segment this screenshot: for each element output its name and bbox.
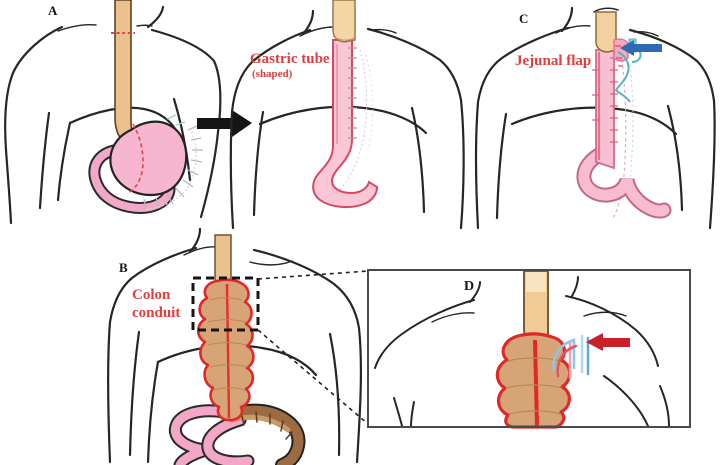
conduit-center-line [225, 283, 231, 419]
anastomosis-arrow-icon [586, 333, 630, 351]
clavicle-line [136, 24, 153, 27]
torso-outline [68, 106, 179, 134]
panel-letter-d: D [464, 279, 475, 294]
jejunal-flap-arrow-icon [620, 40, 662, 56]
esophagus-stub [332, 0, 356, 43]
panel-c-torso [475, 6, 716, 230]
vessel-teal [614, 51, 631, 103]
esophagus-stub [595, 11, 617, 53]
panel-a-preop-torso [4, 5, 222, 225]
clavicle-line [57, 24, 97, 32]
inset-border [367, 269, 691, 428]
vessel-red-ticks [615, 45, 623, 67]
colon-conduit [196, 278, 255, 422]
zoom-region-rect [191, 276, 260, 332]
mesentery-faint-lines [611, 59, 634, 221]
inset-torso [374, 276, 670, 428]
torso-outline [172, 97, 192, 182]
gastric-tube-feathering [333, 49, 374, 197]
panel-d-inset [367, 269, 691, 429]
duodenum [88, 144, 176, 214]
anastomosis-edge [332, 35, 356, 41]
colon-conduit-label: Colon conduit [132, 287, 181, 321]
conduit-shading-enlarged [505, 357, 563, 415]
omentum-suture-marks [143, 114, 203, 210]
haustra-marks [241, 411, 293, 440]
vessel-teal-marks [166, 114, 186, 126]
panel-letter-c: C [519, 11, 529, 26]
conduit-shading [207, 297, 249, 391]
esophagus [114, 0, 137, 147]
gastric-tube [312, 39, 379, 209]
small-bowel-loops [168, 404, 255, 465]
transform-arrow-icon [197, 110, 252, 137]
gastric-tube-sublabel: (shaped) [252, 68, 293, 80]
torso-outline [4, 25, 64, 225]
gastric-pouch [576, 144, 672, 219]
torso-outline [150, 28, 222, 219]
torso-outline [146, 5, 165, 29]
panel-letter-a: A [48, 3, 58, 18]
jejunal-flap-label: Jejunal flap [515, 53, 592, 69]
stomach [109, 120, 188, 197]
panel-a-postop-torso [229, 9, 465, 230]
staple-line-ticks [348, 47, 357, 139]
torso-outline [38, 111, 51, 210]
gastric-tube-label: Gastric tube [250, 51, 330, 67]
zoom-connector-line [257, 270, 369, 280]
vessel-red [556, 344, 578, 378]
resection-dashed-line [127, 123, 144, 194]
vessel-blue [552, 338, 576, 372]
conduit-center-line-enlarged [533, 339, 539, 428]
colon-conduit-enlarged [495, 332, 572, 429]
zoom-connector-line [257, 329, 369, 425]
anastomosis-vessels [552, 334, 590, 380]
esophagus-highlight [526, 272, 546, 292]
torso-outline [56, 121, 72, 202]
panel-letter-b: B [119, 260, 129, 275]
panel-b-torso [107, 227, 363, 464]
